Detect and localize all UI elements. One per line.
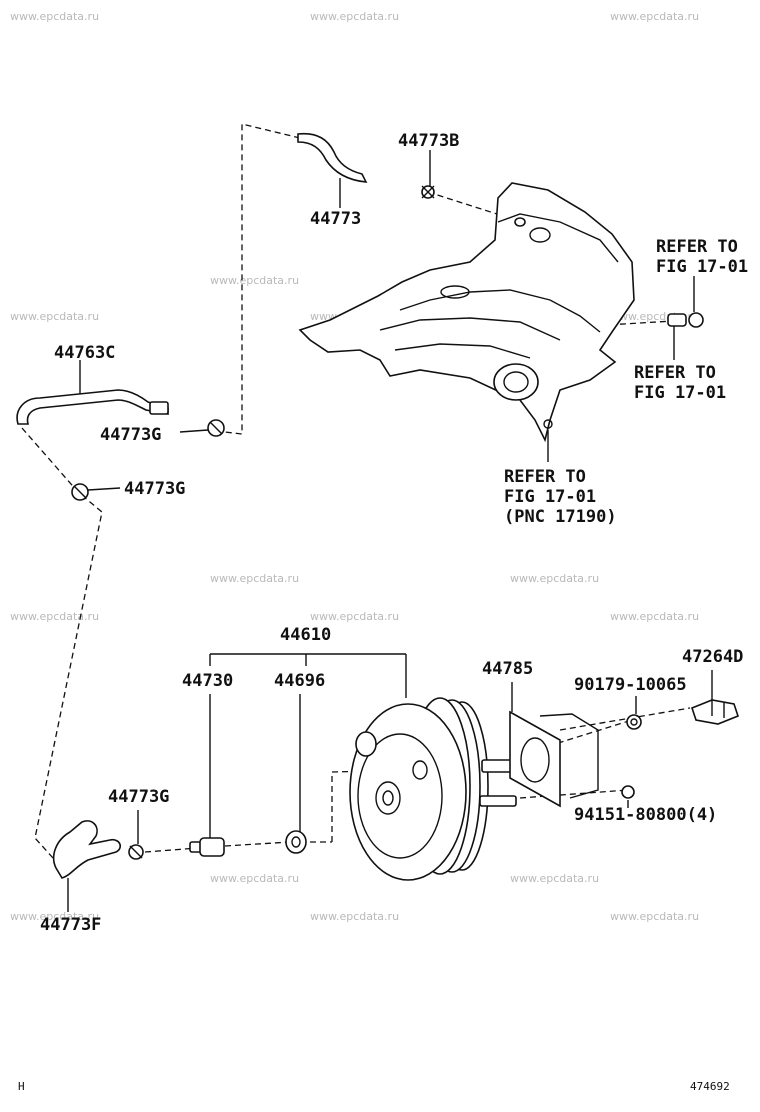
route-nut-b <box>519 789 629 799</box>
ref-line: FIG 17-01 <box>634 383 726 403</box>
watermark: www.epcdata.ru <box>10 310 99 323</box>
vsv-plug <box>667 312 704 328</box>
label-47264d: 47264D <box>682 647 743 667</box>
nut-90179 <box>626 714 642 730</box>
label-90179-10065: 90179-10065 <box>574 675 687 695</box>
hose-44763c <box>16 389 169 425</box>
brake-booster <box>349 697 523 881</box>
ref-line: REFER TO <box>504 467 586 487</box>
label-44610: 44610 <box>280 625 331 645</box>
clamp-44773g-mid <box>71 483 89 501</box>
ref-line: REFER TO <box>656 237 738 257</box>
label-44785: 44785 <box>482 659 533 679</box>
footer-right-code: 474692 <box>690 1080 730 1093</box>
clevis-47264d <box>691 699 739 725</box>
grommet-44696 <box>285 830 307 854</box>
reference-note-upper-right: REFER TO FIG 17-01 <box>656 237 748 277</box>
reference-note-center: REFER TO FIG 17-01 (PNC 17190) <box>504 467 617 527</box>
label-44773b: 44773B <box>398 131 459 151</box>
hose-44773 <box>297 132 368 183</box>
route-to-clevis <box>559 707 691 731</box>
clip-44773b <box>421 185 435 199</box>
label-44773: 44773 <box>310 209 361 229</box>
ref-line: FIG 17-01 <box>504 487 596 507</box>
watermark: www.epcdata.ru <box>210 872 299 885</box>
reference-note-right: REFER TO FIG 17-01 <box>634 363 726 403</box>
watermark: www.epcdata.ru <box>510 572 599 585</box>
watermark: www.epcdata.ru <box>310 10 399 23</box>
ref-line: (PNC 17190) <box>504 507 617 527</box>
watermark: www.epcdata.ru <box>510 872 599 885</box>
route-clamp-valve <box>144 847 199 853</box>
watermark: www.epcdata.ru <box>10 910 99 923</box>
nut-94151 <box>621 785 635 799</box>
clamp-44773g-upper <box>207 419 225 437</box>
check-valve-44730 <box>189 837 225 857</box>
label-44773g: 44773G <box>108 787 169 807</box>
ref-line: REFER TO <box>634 363 716 383</box>
route-valve-grommet <box>224 841 291 847</box>
watermark: www.epcdata.ru <box>310 610 399 623</box>
gasket-44785 <box>509 710 599 808</box>
ref-line: FIG 17-01 <box>656 257 748 277</box>
label-44763c: 44763C <box>54 343 115 363</box>
watermark: www.epcdata.ru <box>10 610 99 623</box>
intake-manifold <box>298 182 635 443</box>
clamp-44773g-lower <box>128 844 144 860</box>
watermark: www.epcdata.ru <box>610 610 699 623</box>
label-44696: 44696 <box>274 671 325 691</box>
watermark: www.epcdata.ru <box>210 274 299 287</box>
label-44773g: 44773G <box>124 479 185 499</box>
label-94151-80800: 94151-80800(4) <box>574 805 717 825</box>
vacuum-route-top <box>224 123 301 435</box>
hose-44773f <box>52 820 122 879</box>
watermark: www.epcdata.ru <box>610 910 699 923</box>
label-44730: 44730 <box>182 671 233 691</box>
watermark: www.epcdata.ru <box>210 572 299 585</box>
watermark: www.epcdata.ru <box>610 10 699 23</box>
watermark: www.epcdata.ru <box>10 10 99 23</box>
watermark: www.epcdata.ru <box>310 910 399 923</box>
vacuum-route-left <box>21 427 103 869</box>
footer-left-code: H <box>18 1080 25 1093</box>
leader-lines <box>67 150 713 912</box>
label-44773g: 44773G <box>100 425 161 445</box>
label-44773f: 44773F <box>40 915 101 935</box>
